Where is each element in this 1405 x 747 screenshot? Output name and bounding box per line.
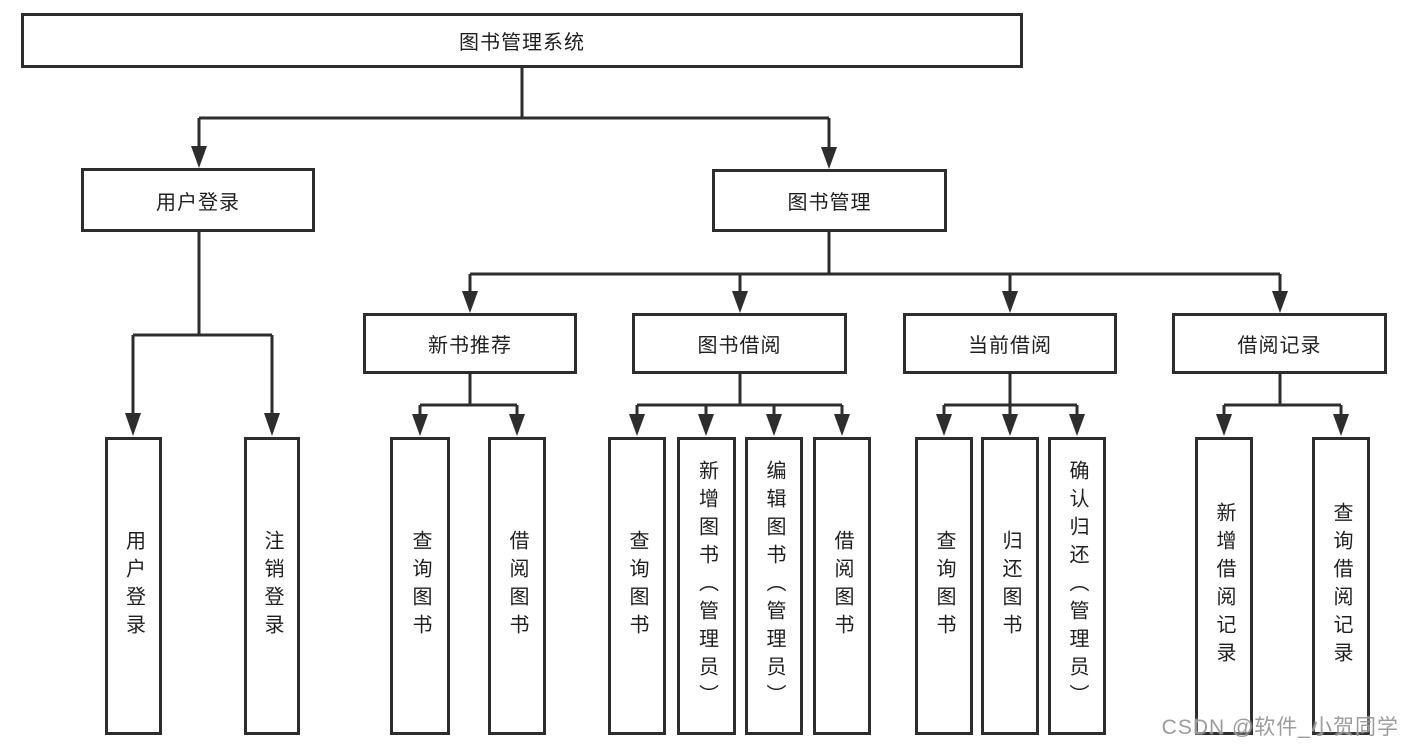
node-label: 注销登录 (261, 530, 283, 642)
leaf-logout: 注销登录 (244, 437, 300, 735)
leaf-confirm-return-admin: 确认归还（管理员） (1048, 437, 1106, 735)
node-label: 用户登录 (122, 530, 145, 642)
node-label: 新增图书（管理员） (695, 460, 718, 712)
node-label: 用户登录 (156, 191, 240, 214)
node-label: 当前借阅 (968, 335, 1052, 357)
node-label: 图书管理 (787, 192, 872, 214)
leaf-query-books-current: 查询图书 (915, 437, 973, 735)
leaf-return-books: 归还图书 (981, 437, 1039, 735)
node-label: 借阅图书 (506, 530, 528, 642)
node-label: 图书管理系统 (459, 32, 585, 54)
leaf-add-borrow-record: 新增借阅记录 (1195, 437, 1253, 735)
node-label: 新书推荐 (428, 335, 512, 357)
leaf-query-borrow-record: 查询借阅记录 (1312, 437, 1370, 735)
node-label: 新增借阅记录 (1213, 502, 1235, 670)
node-book-borrowing: 图书借阅 (632, 313, 847, 374)
node-book-management: 图书管理 (712, 169, 947, 232)
leaf-user-login: 用户登录 (105, 437, 162, 735)
node-borrowing-records: 借阅记录 (1172, 313, 1387, 374)
node-new-book-recommend: 新书推荐 (363, 313, 577, 374)
leaf-query-books-recommend: 查询图书 (390, 437, 450, 735)
node-label: 借阅记录 (1237, 335, 1322, 357)
node-label: 查询图书 (933, 530, 955, 642)
leaf-borrow-books: 借阅图书 (813, 437, 871, 735)
leaf-query-books-borrowing: 查询图书 (608, 437, 666, 735)
node-label: 图书借阅 (697, 335, 782, 357)
leaf-add-books-admin: 新增图书（管理员） (677, 437, 736, 735)
leaf-borrow-books-recommend: 借阅图书 (488, 437, 546, 735)
node-user-login: 用户登录 (81, 168, 315, 232)
node-label: 查询借阅记录 (1330, 502, 1352, 670)
node-label: 编辑图书（管理员） (763, 460, 785, 712)
node-label: 查询图书 (409, 530, 431, 642)
csdn-watermark: CSDN @软件_小贺同学 (1161, 716, 1399, 739)
node-current-borrowing: 当前借阅 (903, 313, 1117, 374)
node-label: 确认归还（管理员） (1066, 460, 1088, 712)
node-root-library-management-system: 图书管理系统 (21, 13, 1023, 68)
leaf-edit-books-admin: 编辑图书（管理员） (745, 437, 803, 735)
node-label: 借阅图书 (831, 530, 853, 642)
node-label: 归还图书 (999, 530, 1021, 642)
node-label: 查询图书 (626, 530, 648, 642)
